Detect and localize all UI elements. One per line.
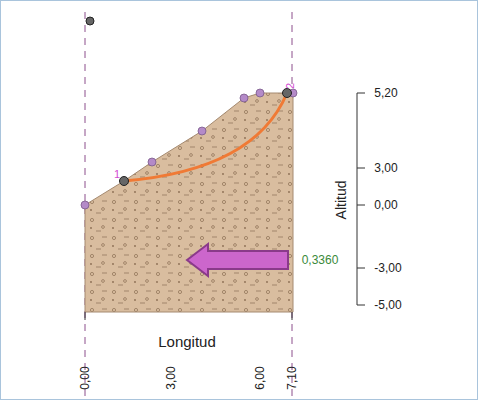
- axis-value: -5,00: [374, 299, 401, 311]
- slip-points: [86, 17, 292, 186]
- slip-surface: [124, 93, 287, 181]
- point-number: 2: [285, 83, 296, 89]
- surface-points: [81, 89, 297, 209]
- axis-title: Longitud: [158, 334, 216, 349]
- axis-value: 3,00: [374, 162, 397, 174]
- axis-title: Altitud: [334, 181, 348, 220]
- axis-value: 7,10: [286, 366, 298, 389]
- axis-value: -3,00: [374, 262, 401, 274]
- length-ticks: [85, 312, 292, 320]
- point-number: 1: [114, 169, 120, 180]
- axis-value: 3,00: [165, 366, 177, 389]
- axis-value: 0,00: [374, 199, 397, 211]
- axis-value: 0,00: [79, 366, 91, 389]
- force-value: 0,3360: [302, 254, 339, 266]
- axis-value: 5,20: [374, 87, 397, 99]
- altitude-axis: [357, 93, 365, 305]
- force-arrow: [187, 244, 288, 276]
- axis-value: 6,00: [254, 366, 266, 389]
- soil-body: [85, 93, 293, 312]
